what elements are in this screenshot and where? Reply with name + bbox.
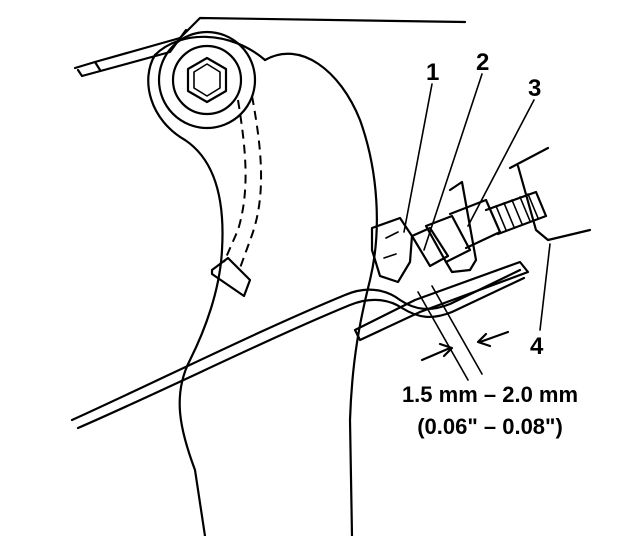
adjust-sleeve <box>448 198 502 250</box>
lever-arm <box>147 53 224 536</box>
cable-upper <box>70 268 522 422</box>
lever-top-curve <box>153 35 267 62</box>
measurement-metric: 1.5 mm – 2.0 mm <box>402 382 578 407</box>
bracket <box>353 260 530 342</box>
adjust-bolt-head <box>410 226 450 268</box>
threaded-rod <box>484 190 548 236</box>
leader-3 <box>467 99 535 227</box>
pivot-boss <box>157 30 257 130</box>
lever-tab <box>210 256 252 298</box>
leader-4 <box>539 243 551 331</box>
callout-3: 3 <box>528 75 541 102</box>
pivot-washer <box>171 44 243 116</box>
hidden-rod-2 <box>239 95 262 269</box>
gap-arrow-right <box>476 330 510 348</box>
bracket-right-wall <box>508 146 592 242</box>
gap-line-2 <box>431 285 483 375</box>
mounting-plate <box>444 180 478 274</box>
gap-arrow-left <box>420 342 454 362</box>
leader-2 <box>423 73 483 251</box>
top-frame-lip <box>76 28 188 78</box>
thread-marks <box>495 193 539 231</box>
cable-lower <box>76 276 526 430</box>
gap-line-1 <box>417 291 469 381</box>
hidden-rod <box>223 99 247 263</box>
clip-detail <box>383 231 399 259</box>
hex-socket-inner <box>193 63 221 97</box>
lever-arm-right-edge <box>263 52 378 536</box>
spring-clip <box>370 216 414 284</box>
callout-4: 4 <box>530 333 544 360</box>
callout-1: 1 <box>426 59 439 86</box>
leader-1 <box>403 83 433 233</box>
measurement-imperial: (0.06" – 0.08") <box>417 414 563 439</box>
adjust-nut <box>424 214 472 264</box>
callout-2: 2 <box>476 49 489 76</box>
top-frame-edge <box>73 16 467 70</box>
hex-socket-icon <box>186 56 228 104</box>
